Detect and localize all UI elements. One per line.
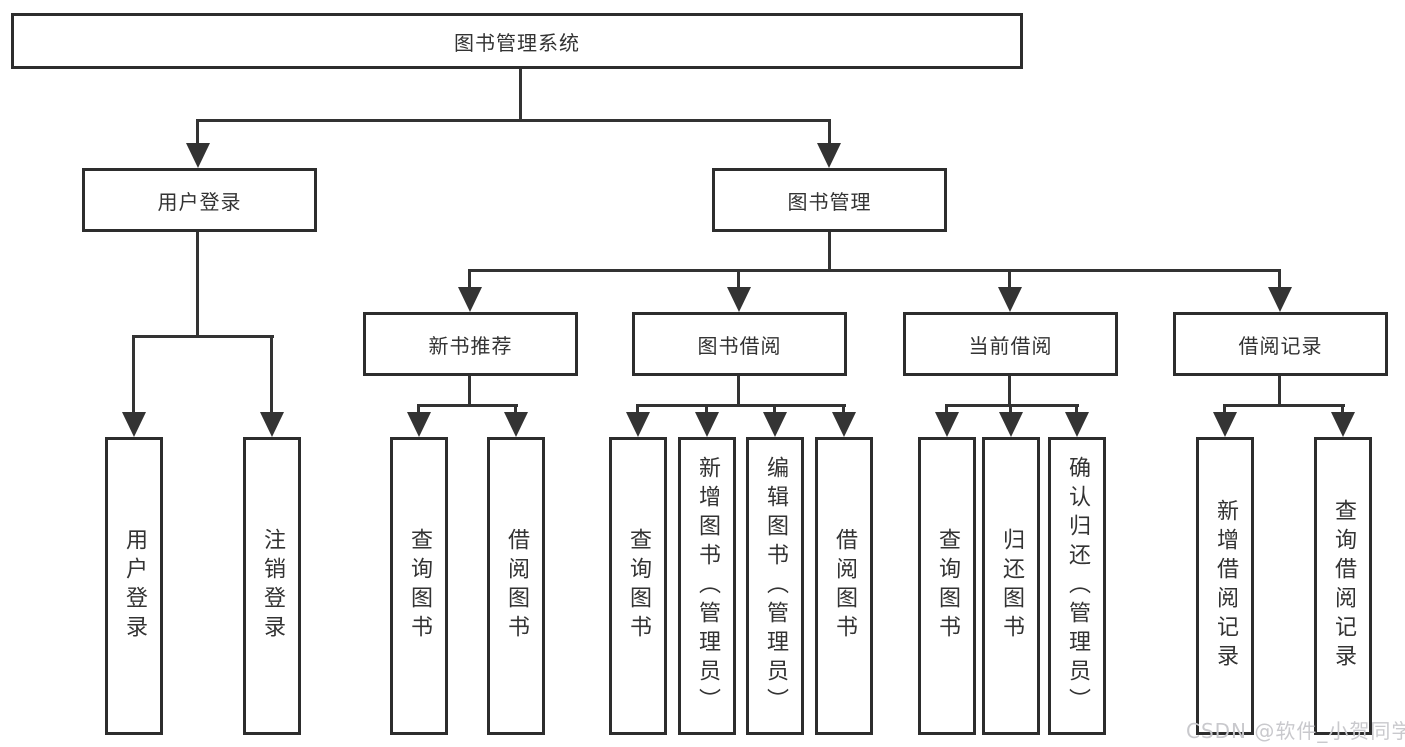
arrowhead-down xyxy=(763,412,787,437)
connector-vline xyxy=(1008,374,1011,406)
leaf-add-borrow-record: 新增借阅记录 xyxy=(1196,437,1254,735)
node-label: 图书管理 xyxy=(787,189,872,214)
connector-vline xyxy=(417,404,420,414)
node-label: 新增借阅记录 xyxy=(1213,499,1238,673)
node-label: 图书借阅 xyxy=(697,333,782,358)
connector-vline xyxy=(196,230,199,337)
node-label: 借阅图书 xyxy=(832,528,857,644)
arrowhead-down xyxy=(1268,287,1292,312)
connector-vline xyxy=(132,335,135,413)
node-label: 查询借阅记录 xyxy=(1331,499,1356,673)
connector-vline xyxy=(705,404,708,414)
connector-vline xyxy=(519,66,522,121)
connector-vline xyxy=(945,404,948,414)
connector-vline xyxy=(828,230,831,271)
connector-vline xyxy=(1278,269,1281,288)
connector-vline xyxy=(1009,404,1012,414)
node-label: 新增图书（管理员） xyxy=(695,455,720,717)
connector-hline xyxy=(1223,404,1345,407)
connector-vline xyxy=(1075,404,1078,414)
arrowhead-down xyxy=(1213,412,1237,437)
arrowhead-down xyxy=(186,143,210,168)
node-label: 确认归还（管理员） xyxy=(1065,455,1090,717)
node-new-book-recommend: 新书推荐 xyxy=(363,312,578,376)
arrowhead-down xyxy=(626,412,650,437)
connector-hline xyxy=(636,404,846,407)
arrowhead-down xyxy=(504,412,528,437)
connector-vline xyxy=(828,119,831,145)
connector-vline xyxy=(196,119,199,145)
node-label: 查询图书 xyxy=(626,528,651,644)
leaf-borrow-books-2: 借阅图书 xyxy=(815,437,873,735)
connector-vline xyxy=(1341,404,1344,414)
node-borrow-records: 借阅记录 xyxy=(1173,312,1388,376)
node-book-borrow: 图书借阅 xyxy=(632,312,847,376)
arrowhead-down xyxy=(407,412,431,437)
arrowhead-down xyxy=(999,412,1023,437)
watermark: CSDN @软件_小贺同学 xyxy=(1186,719,1405,743)
node-label: 借阅记录 xyxy=(1238,333,1323,358)
leaf-query-books-1: 查询图书 xyxy=(390,437,448,735)
leaf-user-login: 用户登录 xyxy=(105,437,163,735)
leaf-query-books-2: 查询图书 xyxy=(609,437,667,735)
connector-hline xyxy=(132,335,274,338)
connector-hline xyxy=(945,404,1079,407)
node-label: 借阅图书 xyxy=(504,528,529,644)
leaf-query-borrow-record: 查询借阅记录 xyxy=(1314,437,1372,735)
connector-vline xyxy=(737,374,740,406)
arrowhead-down xyxy=(817,143,841,168)
node-current-borrow: 当前借阅 xyxy=(903,312,1118,376)
connector-vline xyxy=(468,374,471,406)
leaf-query-books-3: 查询图书 xyxy=(918,437,976,735)
leaf-confirm-return-admin: 确认归还（管理员） xyxy=(1048,437,1106,735)
node-label: 用户登录 xyxy=(157,189,242,214)
node-book-management: 图书管理 xyxy=(712,168,947,232)
leaf-logout: 注销登录 xyxy=(243,437,301,735)
arrowhead-down xyxy=(832,412,856,437)
connector-vline xyxy=(1223,404,1226,414)
leaf-return-book: 归还图书 xyxy=(982,437,1040,735)
connector-vline xyxy=(468,269,471,288)
leaf-add-book-admin: 新增图书（管理员） xyxy=(678,437,736,735)
arrowhead-down xyxy=(695,412,719,437)
node-root: 图书管理系统 xyxy=(11,13,1023,69)
arrowhead-down xyxy=(1065,412,1089,437)
arrowhead-down xyxy=(458,287,482,312)
node-label: 查询图书 xyxy=(407,528,432,644)
arrowhead-down xyxy=(1331,412,1355,437)
connector-hline xyxy=(417,404,518,407)
node-label: 查询图书 xyxy=(935,528,960,644)
leaf-edit-book-admin: 编辑图书（管理员） xyxy=(746,437,804,735)
connector-vline xyxy=(1008,269,1011,288)
connector-hline xyxy=(468,269,1281,272)
connector-vline xyxy=(636,404,639,414)
node-label: 归还图书 xyxy=(999,528,1024,644)
node-user-login: 用户登录 xyxy=(82,168,317,232)
arrowhead-down xyxy=(260,412,284,437)
connector-vline xyxy=(1278,374,1281,406)
connector-vline xyxy=(773,404,776,414)
arrowhead-down xyxy=(935,412,959,437)
connector-vline xyxy=(514,404,517,414)
arrowhead-down xyxy=(727,287,751,312)
leaf-borrow-books-1: 借阅图书 xyxy=(487,437,545,735)
connector-vline xyxy=(842,404,845,414)
node-label: 新书推荐 xyxy=(428,333,513,358)
node-label: 编辑图书（管理员） xyxy=(763,455,788,717)
node-label: 用户登录 xyxy=(122,528,147,644)
node-label: 图书管理系统 xyxy=(454,30,580,55)
arrowhead-down xyxy=(122,412,146,437)
connector-vline xyxy=(737,269,740,288)
node-label: 当前借阅 xyxy=(968,333,1053,358)
node-label: 注销登录 xyxy=(260,528,285,644)
connector-hline xyxy=(196,119,831,122)
connector-vline xyxy=(270,335,273,413)
arrowhead-down xyxy=(998,287,1022,312)
